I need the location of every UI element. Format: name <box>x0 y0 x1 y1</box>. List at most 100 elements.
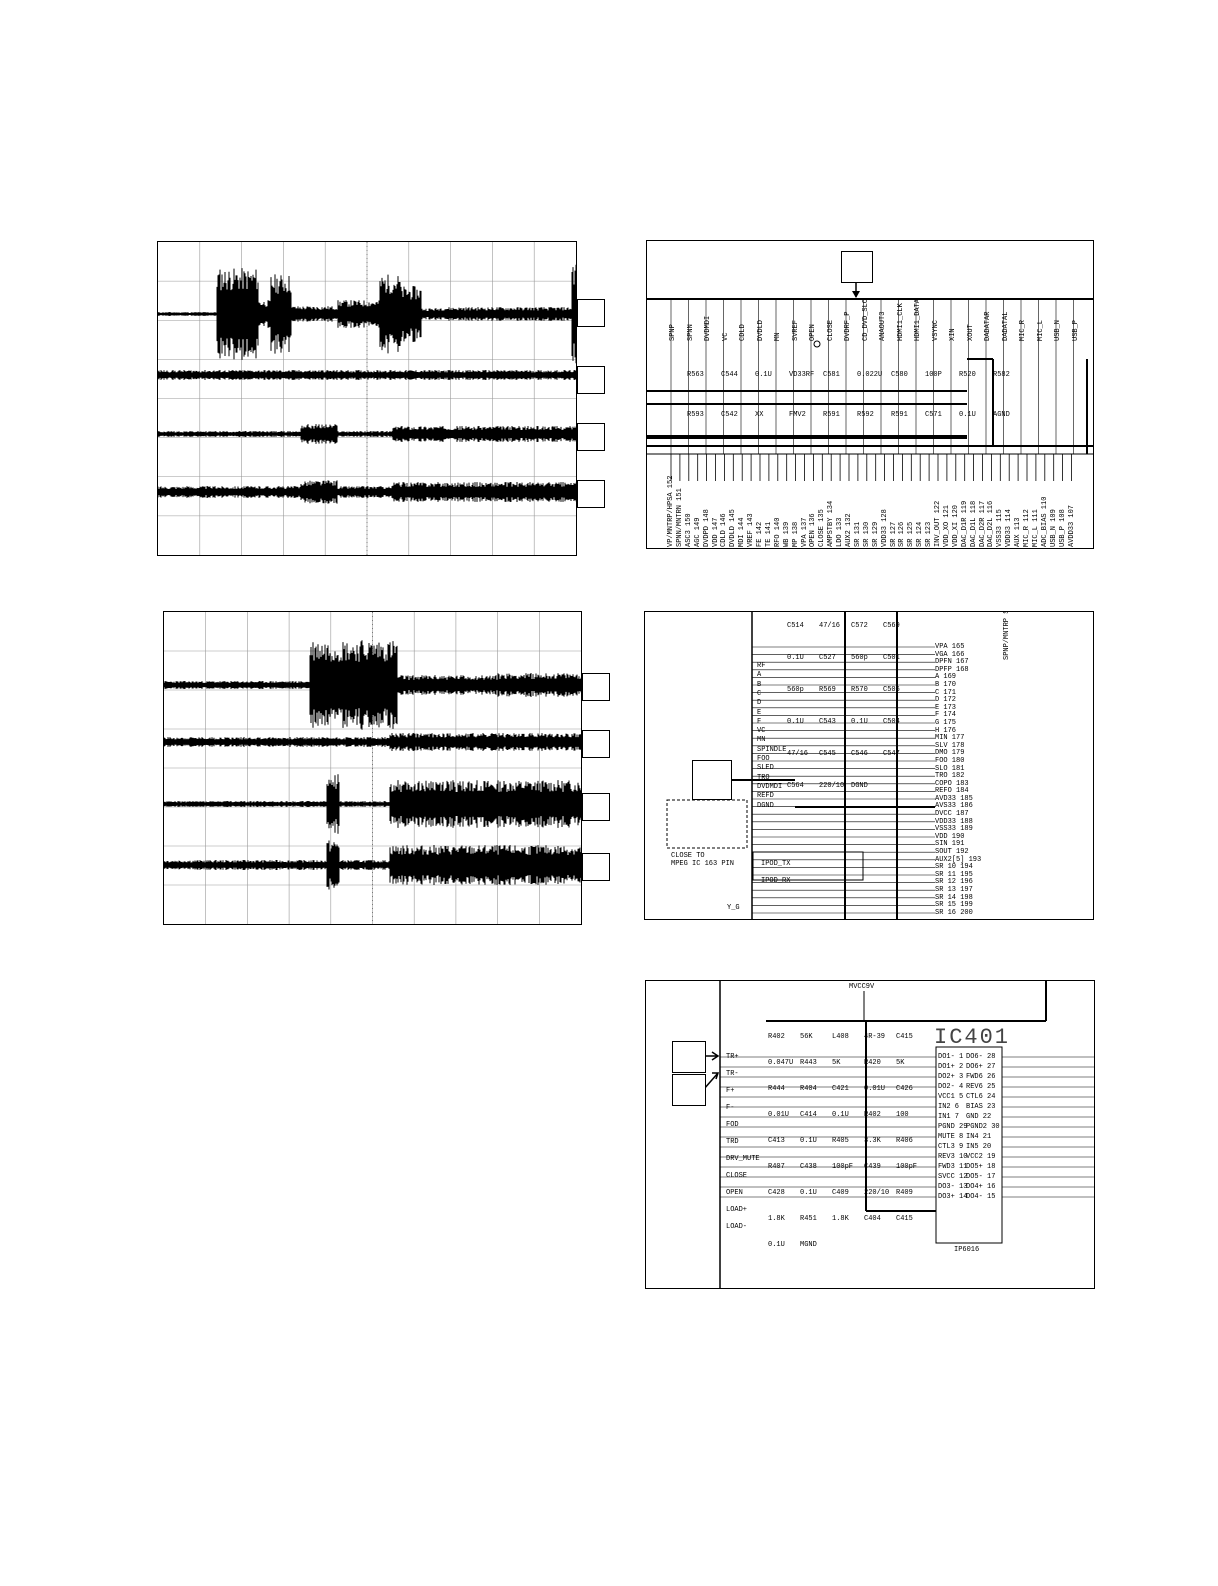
schematic2-left-net-2: A <box>757 671 762 680</box>
schematic2-pin-26: VDD 190 <box>935 832 965 841</box>
schematic1-pin-16: VPA 137 <box>800 517 809 547</box>
schematic1-pin-39: VDD33 114 <box>1005 509 1014 547</box>
schematic2-pin-35: SR 15 199 <box>935 901 973 910</box>
schematic1-pin-6: VDD 147 <box>711 517 720 547</box>
schematic1-component-18: C571 <box>925 411 942 419</box>
schematic1-component-4: VD33RF <box>789 371 815 379</box>
trace-4 <box>158 480 576 504</box>
trace-1 <box>164 640 581 730</box>
schematic3-left-net-11: LOAD- <box>726 1223 748 1231</box>
schematic1-top-net-6: DVDLD <box>756 319 765 341</box>
schematic1-pin-17: OPEN 136 <box>809 513 818 547</box>
ic401-left-pin-6: IN2 6 <box>938 1103 960 1111</box>
schematic2-component-23: DGND <box>851 782 868 790</box>
schematic1-pin-38: VSS33 115 <box>996 509 1005 547</box>
ic401-left-pin-15: DO3+ 14 <box>938 1193 968 1201</box>
scope2-channel-tag-1 <box>582 673 610 701</box>
schematic2-component-14: C543 <box>819 718 836 726</box>
schematic2-pin-28: SOUT 192 <box>935 848 969 857</box>
schematic3-component-7: R443 <box>800 1059 817 1067</box>
schematic3-component-12: R404 <box>800 1085 817 1093</box>
schematic3-reference-tag-2 <box>672 1074 706 1106</box>
schematic1-component-17: R591 <box>891 411 908 419</box>
schematic2-pin-5: A 169 <box>935 673 957 682</box>
schematic3-component-36: 1.8K <box>768 1215 785 1223</box>
schematic1-pin-23: SR 130 <box>862 521 871 547</box>
schematic2-pin-11: G 175 <box>935 718 957 727</box>
schematic2-ipod-tx: IPOD_TX <box>761 860 791 868</box>
ic401-right-pin-7: GND 22 <box>966 1113 992 1121</box>
schematic1-pin-20: LDO 133 <box>836 517 845 547</box>
schematic1-wiring <box>647 281 1093 481</box>
schematic1-component-14: FMV2 <box>789 411 806 419</box>
schematic2-pin-23: DVCC 187 <box>935 810 969 819</box>
schematic2-pin-24: VDD33 188 <box>935 817 973 826</box>
schematic2-left-net-7: F <box>757 717 762 726</box>
schematic1-top-net-24: USB_P <box>1071 319 1080 341</box>
schematic3-component-34: 220/10 <box>864 1189 890 1197</box>
schematic3-component-39: C404 <box>864 1215 881 1223</box>
schematic2-pin-32: SR 12 196 <box>935 878 973 887</box>
schematic2-left-net-5: D <box>757 699 762 708</box>
schematic3-component-25: R406 <box>896 1137 913 1145</box>
schematic1-top-net-11: DVDRF_P <box>844 311 852 341</box>
schematic3-left-net-5: FOD <box>726 1121 739 1129</box>
schematic1-component-8: 100P <box>925 371 942 379</box>
ic401-right-pin-14: DO4+ 16 <box>966 1183 996 1191</box>
scope2-channel-tag-3 <box>582 793 610 821</box>
schematic1-pin-40: AUX 113 <box>1014 517 1023 547</box>
ic401-right-pin-13: DO5- 17 <box>966 1173 996 1181</box>
schematic2-left-net-11: FOO <box>757 755 770 763</box>
ic401-right-pin-9: IN4 21 <box>966 1133 992 1141</box>
schematic3-component-35: R409 <box>896 1189 913 1197</box>
schematic3-component-9: R420 <box>864 1059 881 1067</box>
schematic2-component-8: C501 <box>883 654 900 662</box>
schematic1-pin-21: AUX2 132 <box>845 513 853 547</box>
schematic1-component-12: C542 <box>721 411 738 419</box>
schematic2-pin-33: SR 13 197 <box>935 886 973 894</box>
schematic2-left-net-6: E <box>757 708 762 717</box>
schematic1-pin-14: WB 139 <box>782 521 791 547</box>
schematic2-left-net-13: TRO <box>757 773 770 782</box>
schematic1-pin-28: SR 125 <box>907 521 916 547</box>
schematic2-pin-25: VSS33 189 <box>935 825 973 834</box>
schematic1-component-9: R520 <box>959 371 976 379</box>
schematic1-pin-45: USB_P 108 <box>1058 509 1067 547</box>
schematic1-top-net-17: XIN <box>949 328 957 341</box>
schematic1-pin-44: USB_N 109 <box>1049 509 1058 547</box>
schematic2-top-right-label: SPNP/MNTRP SPNN/ <box>1003 611 1011 660</box>
ic401-right-pin-5: CTL6 24 <box>966 1093 996 1101</box>
schematic3-component-29: C439 <box>864 1163 881 1171</box>
schematic2-component-21: C564 <box>787 782 804 790</box>
trace-2 <box>158 370 576 380</box>
schematic3-left-net-10: LOAD+ <box>726 1206 748 1214</box>
schematic3-component-5: C415 <box>896 1033 913 1041</box>
ic401-right-pin-6: BIAS 23 <box>966 1103 996 1111</box>
schematic2-reference-tag <box>692 760 732 800</box>
schematic1-component-10: R582 <box>993 371 1010 379</box>
ic401-right-pin-8: PGND2 30 <box>966 1123 1000 1131</box>
ipod-box <box>752 851 864 881</box>
schematic3-component-3: L408 <box>832 1033 849 1041</box>
ic401-right-pin-11: VCC2 19 <box>966 1153 996 1161</box>
ic401-body <box>935 1046 1003 1244</box>
tag-arrow <box>704 1051 720 1061</box>
schematic3-component-40: C415 <box>896 1215 913 1223</box>
schematic2-left-net-14: DVDMDI <box>757 782 783 791</box>
schematic3-component-21: C413 <box>768 1137 785 1145</box>
schematic1-pin-12: TE 141 <box>764 521 773 547</box>
scope1-channel-tag-1 <box>577 299 605 327</box>
scope1-channel-tag-2 <box>577 366 605 394</box>
ic401-left-pin-12: FWD3 11 <box>938 1163 968 1171</box>
schematic1-pin-8: DVDLD 145 <box>729 509 738 547</box>
schematic2-left-net-8: VC <box>757 727 766 736</box>
schematic3-component-8: 5K <box>832 1059 841 1067</box>
ic401-left-pin-14: DO3- 13 <box>938 1183 968 1191</box>
schematic3-left-net-6: TRD <box>726 1138 739 1146</box>
schematic2-pin-12: H 176 <box>935 726 957 735</box>
schematic2-pin-21: AVD33 185 <box>935 794 973 803</box>
schematic3-component-23: R405 <box>832 1137 849 1145</box>
schematic2-component-13: 0.1U <box>787 718 804 726</box>
